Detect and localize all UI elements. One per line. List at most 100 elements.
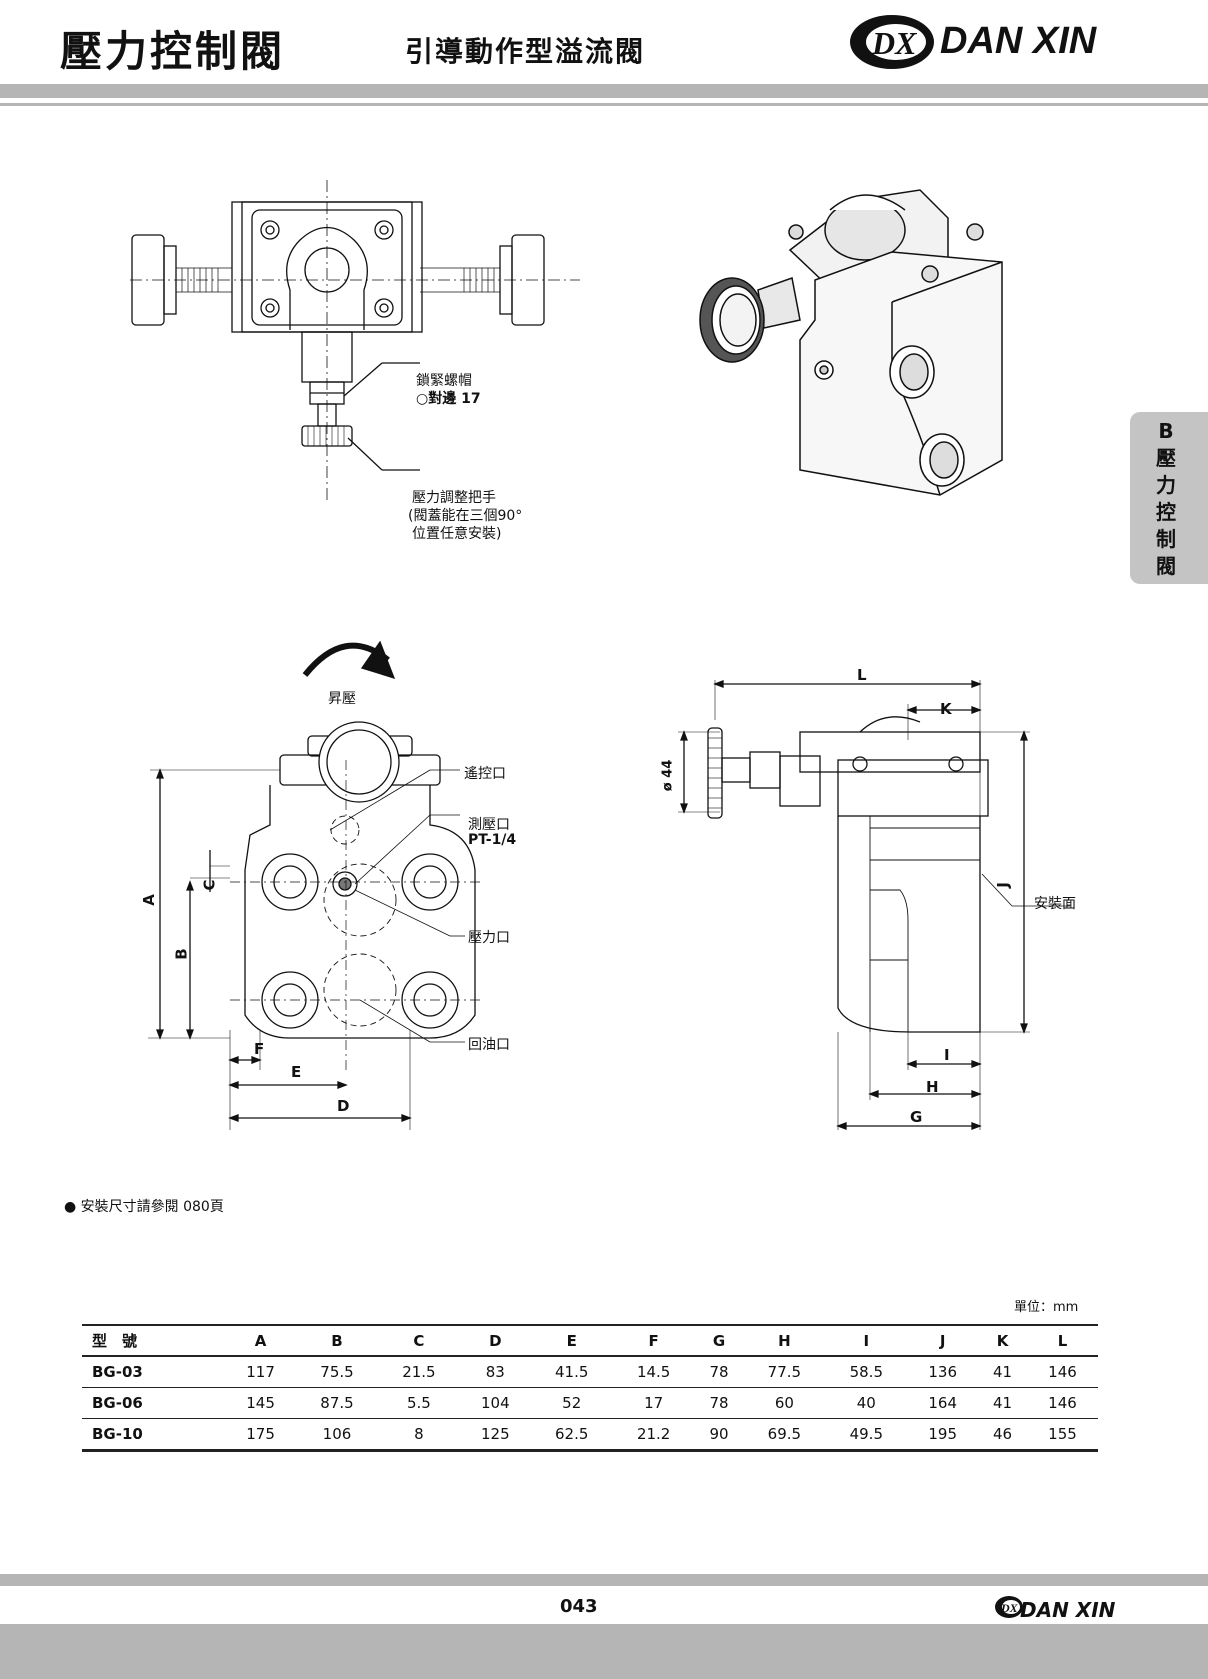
unit-label: 單位：mm — [1014, 1300, 1079, 1315]
return-port-label: 回油口 — [468, 1037, 510, 1053]
dim-g-label: G — [910, 1108, 923, 1126]
danxin-logo-icon: DX — [850, 15, 934, 69]
footer-logo-mark: DX — [1000, 1601, 1019, 1615]
table-header: I — [825, 1325, 908, 1357]
table-cell: 104 — [459, 1387, 531, 1419]
table-cell: BG-03 — [82, 1356, 226, 1388]
dim-l-label: L — [857, 666, 867, 684]
table-cell: 136 — [907, 1356, 979, 1388]
side-view-drawing — [678, 680, 1070, 1130]
table-cell: 175 — [225, 1418, 297, 1452]
table-cell: 145 — [225, 1387, 297, 1419]
table-cell: 195 — [907, 1418, 979, 1452]
table-cell: 21.2 — [612, 1418, 695, 1452]
footer-rule — [0, 1574, 1208, 1586]
table-cell: 125 — [459, 1418, 531, 1452]
rise-pressure-label: 昇壓 — [328, 691, 356, 707]
table-cell: 78 — [694, 1356, 744, 1388]
table-cell: 21.5 — [377, 1356, 460, 1388]
header-rule — [0, 103, 1208, 106]
table-header: B — [296, 1325, 378, 1357]
table-cell: BG-06 — [82, 1387, 226, 1419]
table-cell: BG-10 — [82, 1418, 226, 1452]
table-cell: 49.5 — [825, 1418, 908, 1452]
dim-j-label: J — [993, 882, 1012, 888]
dim-i-label: I — [944, 1046, 950, 1064]
table-cell: 90 — [694, 1418, 744, 1452]
table-row: BG-06 145 87.5 5.5 104 52 17 78 60 40 16… — [82, 1387, 1098, 1419]
table-row: BG-10 175 106 8 125 62.5 21.2 90 69.5 49… — [82, 1418, 1098, 1452]
lock-nut-label: 鎖緊螺帽 — [416, 373, 472, 389]
table-header: J — [907, 1325, 979, 1357]
dim-a-label: A — [139, 894, 158, 906]
table-header: C — [377, 1325, 460, 1357]
gauge-port-label: 測壓口 — [468, 817, 510, 833]
table-header: 型 號 — [82, 1325, 226, 1357]
footer-bar — [0, 1624, 1208, 1679]
table-cell: 78 — [694, 1387, 744, 1419]
tab-line: 壓 — [1156, 446, 1176, 470]
mount-face-label: 安裝面 — [1034, 896, 1076, 912]
tab-line: B — [1158, 419, 1174, 443]
page-number: 043 — [560, 1596, 598, 1617]
table-cell: 87.5 — [296, 1387, 378, 1419]
header-bar — [0, 84, 1208, 98]
handle-note-2: 位置任意安裝) — [412, 526, 502, 542]
table-cell: 41.5 — [530, 1356, 613, 1388]
table-cell: 40 — [825, 1387, 908, 1419]
table-cell: 117 — [225, 1356, 297, 1388]
table-header: H — [743, 1325, 826, 1357]
table-cell: 146 — [1026, 1356, 1098, 1388]
tab-line: 制 — [1156, 527, 1176, 551]
dim-d-label: D — [337, 1097, 350, 1115]
dim-b-label: B — [172, 948, 191, 960]
table-cell: 75.5 — [296, 1356, 378, 1388]
table-header: E — [530, 1325, 613, 1357]
table-cell: 62.5 — [530, 1418, 613, 1452]
handle-note-1: (閥蓋能在三個90° — [408, 508, 523, 524]
valve-isometric-illustration — [699, 189, 1003, 496]
tab-line: 力 — [1156, 473, 1176, 497]
table-cell: 5.5 — [377, 1387, 460, 1419]
table-header-row: 型 號 A B C D E F G H I J K L — [82, 1325, 1098, 1357]
dim-c-label: C — [200, 879, 219, 891]
front-view-drawing — [148, 640, 480, 1130]
table-header: A — [225, 1325, 297, 1357]
diameter-label: ø 44 — [660, 759, 676, 792]
table-cell: 69.5 — [743, 1418, 826, 1452]
table-cell: 14.5 — [612, 1356, 695, 1388]
table-cell: 46 — [978, 1418, 1027, 1452]
remote-port-label: 遙控口 — [464, 766, 506, 782]
page-subtitle: 引導動作型溢流閥 — [405, 35, 646, 68]
table-cell: 41 — [978, 1387, 1027, 1419]
table-cell: 60 — [743, 1387, 826, 1419]
top-view-drawing — [130, 180, 580, 500]
table-cell: 164 — [907, 1387, 979, 1419]
table-cell: 41 — [978, 1356, 1027, 1388]
table-header: D — [459, 1325, 531, 1357]
dim-e-label: E — [291, 1063, 302, 1081]
table-header: F — [612, 1325, 695, 1357]
dim-h-label: H — [926, 1078, 939, 1096]
footer-logo-icon: DX — [995, 1596, 1023, 1618]
brand-name: DAN XIN — [940, 20, 1097, 62]
lock-nut-size: ○對邊 17 — [416, 391, 481, 407]
handle-label: 壓力調整把手 — [412, 490, 496, 506]
table-cell: 83 — [459, 1356, 531, 1388]
table-cell: 77.5 — [743, 1356, 826, 1388]
table-cell: 8 — [377, 1418, 460, 1452]
page-title: 壓力控制閥 — [60, 27, 286, 76]
pressure-port-label: 壓力口 — [468, 930, 510, 946]
table-cell: 52 — [530, 1387, 613, 1419]
table-cell: 146 — [1026, 1387, 1098, 1419]
table-header: G — [694, 1325, 744, 1357]
dim-k-label: K — [940, 700, 952, 718]
dimension-table: 型 號 A B C D E F G H I J K L BG-03 117 75… — [82, 1324, 1098, 1452]
gauge-thread-label: PT-1/4 — [468, 832, 517, 848]
table-header: L — [1026, 1325, 1098, 1357]
table-cell: 17 — [612, 1387, 695, 1419]
table-cell: 106 — [296, 1418, 378, 1452]
table-cell: 58.5 — [825, 1356, 908, 1388]
logo-mark: DX — [871, 25, 917, 61]
table-cell: 155 — [1026, 1418, 1098, 1452]
